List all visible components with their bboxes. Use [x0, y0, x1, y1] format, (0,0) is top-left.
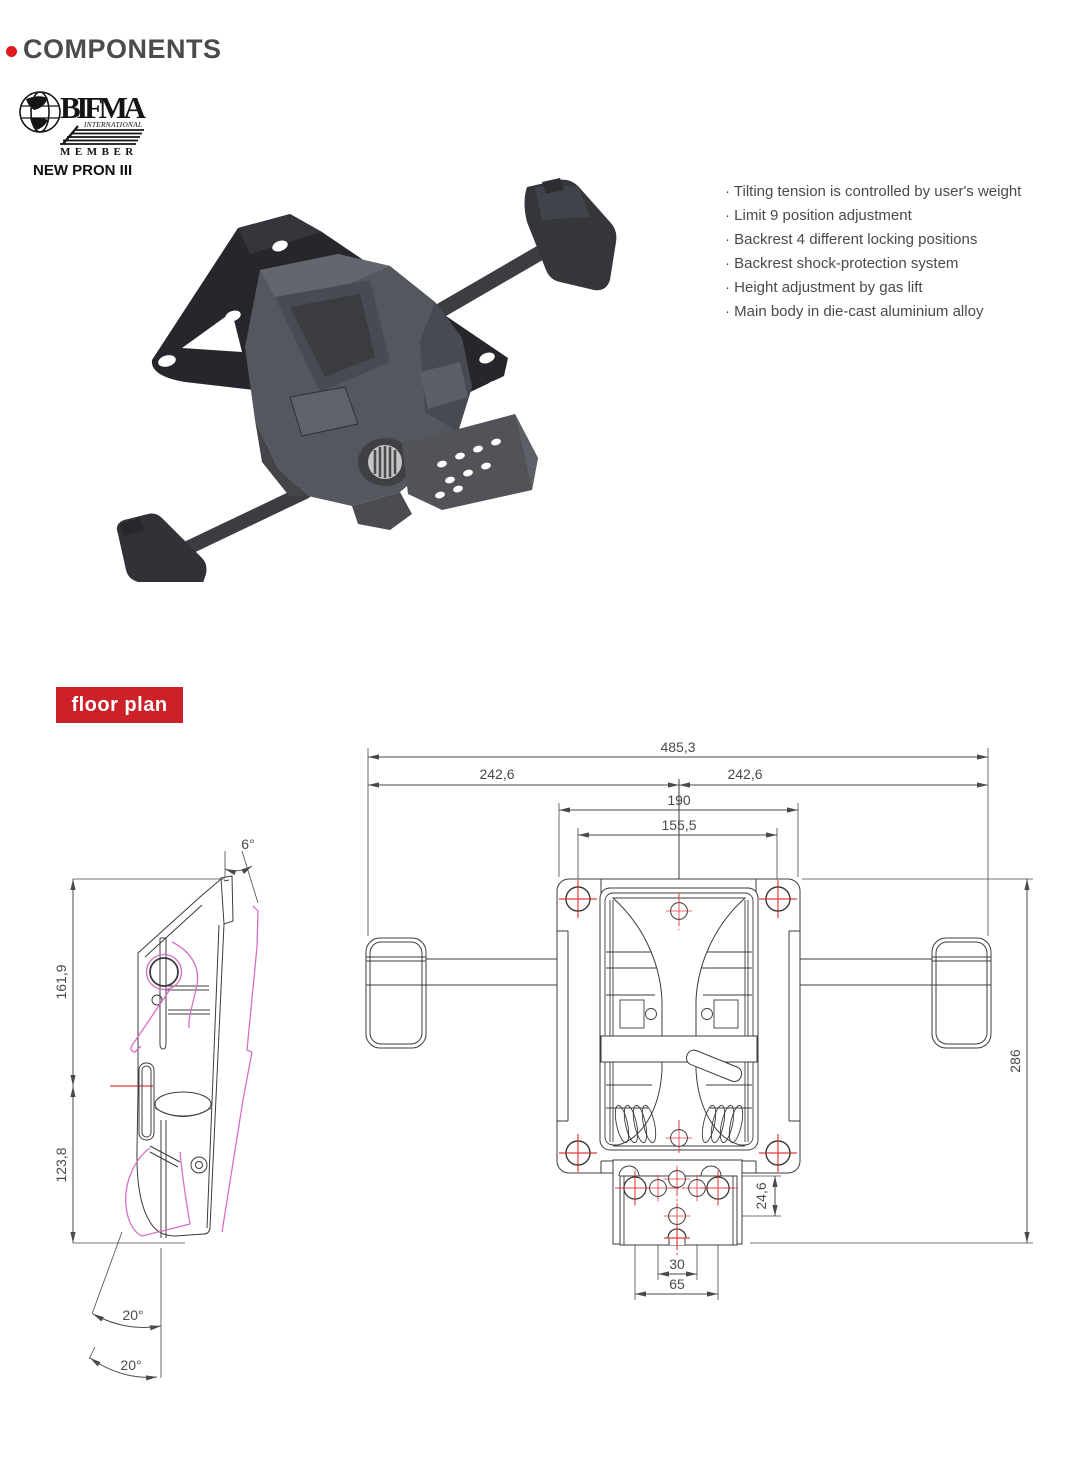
mechanism-body	[245, 254, 538, 530]
page-title: COMPONENTS	[23, 34, 222, 64]
feature-item: · Main body in die-cast aluminium alloy	[725, 303, 984, 320]
dim-left-half: 242,6	[479, 766, 514, 782]
feature-item: · Backrest shock-protection system	[725, 255, 959, 272]
dim-right-half: 242,6	[727, 766, 762, 782]
right-lever	[800, 937, 992, 1049]
logo-lines	[60, 125, 144, 145]
mechanism-housing	[599, 887, 759, 1151]
dim-total-width: 485,3	[660, 739, 695, 755]
dim-inner-hole-gap: 30	[669, 1256, 685, 1272]
logo-subtitle: INTERNATIONAL	[83, 120, 142, 129]
feature-list: · Tilting tension is controlled by user'…	[725, 180, 1045, 324]
dim-side-upper: 161,9	[53, 964, 69, 999]
product-render	[116, 178, 617, 582]
feature-item: · Backrest 4 different locking positions	[725, 231, 978, 248]
spring-left	[614, 1104, 657, 1144]
dim-bracket-offset: 24,6	[753, 1182, 769, 1209]
floor-plan-drawing: 161,9 123,8 6°	[53, 739, 1033, 1381]
feature-item: · Tilting tension is controlled by user'…	[725, 183, 1022, 200]
dim-side-lower: 123,8	[53, 1147, 69, 1182]
bifma-logo: BIFMA INTERNATIONAL MEMBER	[19, 90, 147, 156]
dim-hole-span: 155,5	[661, 817, 696, 833]
left-lever	[365, 937, 557, 1049]
gas-lift-socket	[358, 438, 412, 486]
plan-view: 485,3 242,6 242,6 190 155,5 286 24,6 30 …	[365, 739, 1033, 1300]
logo-wordmark: BIFMA	[60, 90, 147, 125]
dim-depth: 286	[1007, 1049, 1023, 1073]
logo-member-text: MEMBER	[60, 146, 138, 156]
spring-right	[701, 1104, 744, 1144]
half-hole	[664, 1226, 690, 1250]
section-bullet-icon	[6, 46, 17, 57]
dim-lever-angle-up: 20°	[122, 1307, 143, 1323]
feature-item: · Limit 9 position adjustment	[725, 207, 912, 224]
dim-outer-hole-gap: 65	[669, 1276, 685, 1292]
globe-icon	[19, 91, 61, 133]
lower-lever	[116, 485, 312, 582]
dim-seat-angle: 6°	[241, 836, 254, 852]
perforated-plate	[402, 414, 538, 510]
feature-item: · Height adjustment by gas lift	[725, 279, 923, 296]
side-view: 161,9 123,8 6°	[53, 836, 259, 1381]
dim-lever-angle-down: 20°	[120, 1357, 141, 1373]
plate-screw-holes	[158, 240, 502, 392]
dim-plate-width: 190	[667, 792, 691, 808]
floor-plan-badge: floor plan	[56, 687, 183, 723]
mounting-holes	[558, 879, 798, 1250]
product-name: NEW PRON III	[33, 162, 133, 179]
